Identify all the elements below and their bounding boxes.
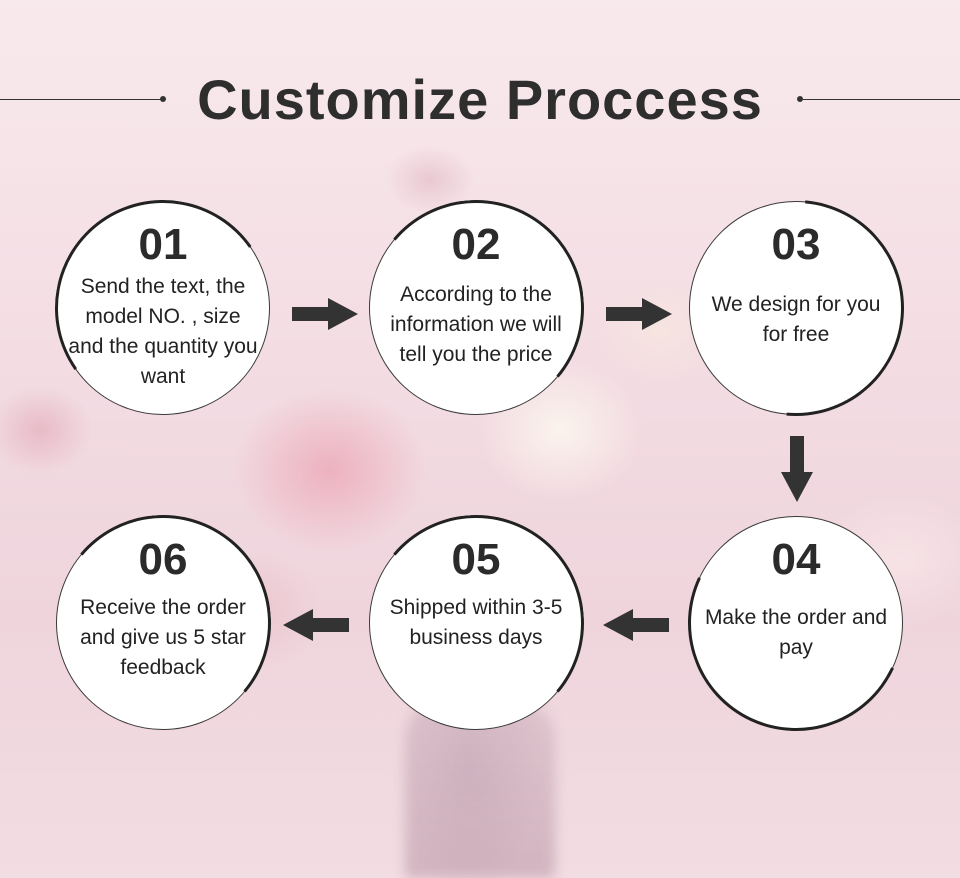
step-number: 02	[451, 220, 501, 269]
arrow-down-icon	[781, 436, 813, 502]
arrow-left-icon	[283, 609, 349, 641]
step-circle-01: 01 Send the text, the model NO. , size a…	[37, 182, 289, 434]
step-circle-02: 02 According to the information we will …	[358, 190, 594, 426]
title-rule-right	[803, 99, 960, 100]
step-circle-05: 05 Shipped within 3-5 business days	[358, 505, 594, 741]
step-circle-03: 03 We design for you for free	[643, 155, 949, 461]
step-number: 04	[771, 535, 821, 584]
step-description: Receive the order and give us 5 star fee…	[80, 596, 246, 679]
title-rule-dot-left	[160, 96, 166, 102]
step-number: 06	[138, 535, 188, 584]
step-description: According to the information we will tel…	[390, 283, 562, 366]
title-rule-dot-right	[797, 96, 803, 102]
step-number: 01	[138, 220, 188, 269]
step-description: Shipped within 3-5 business days	[389, 596, 563, 649]
arrow-right-icon	[606, 298, 672, 330]
arrow-right-icon	[292, 298, 358, 330]
step-circle-06: 06 Receive the order and give us 5 star …	[45, 505, 281, 741]
step-description: Send the text, the model NO. , size and …	[68, 275, 258, 388]
page-title: Customize Proccess	[197, 68, 763, 131]
title-rule-left	[0, 99, 162, 100]
step-description: Make the order and pay	[704, 606, 888, 659]
step-description: We design for you for free	[711, 293, 881, 346]
arrow-left-icon	[603, 609, 669, 641]
step-number: 03	[771, 220, 821, 269]
step-circle-04: 04 Make the order and pay	[657, 484, 935, 762]
step-number: 05	[451, 535, 501, 584]
